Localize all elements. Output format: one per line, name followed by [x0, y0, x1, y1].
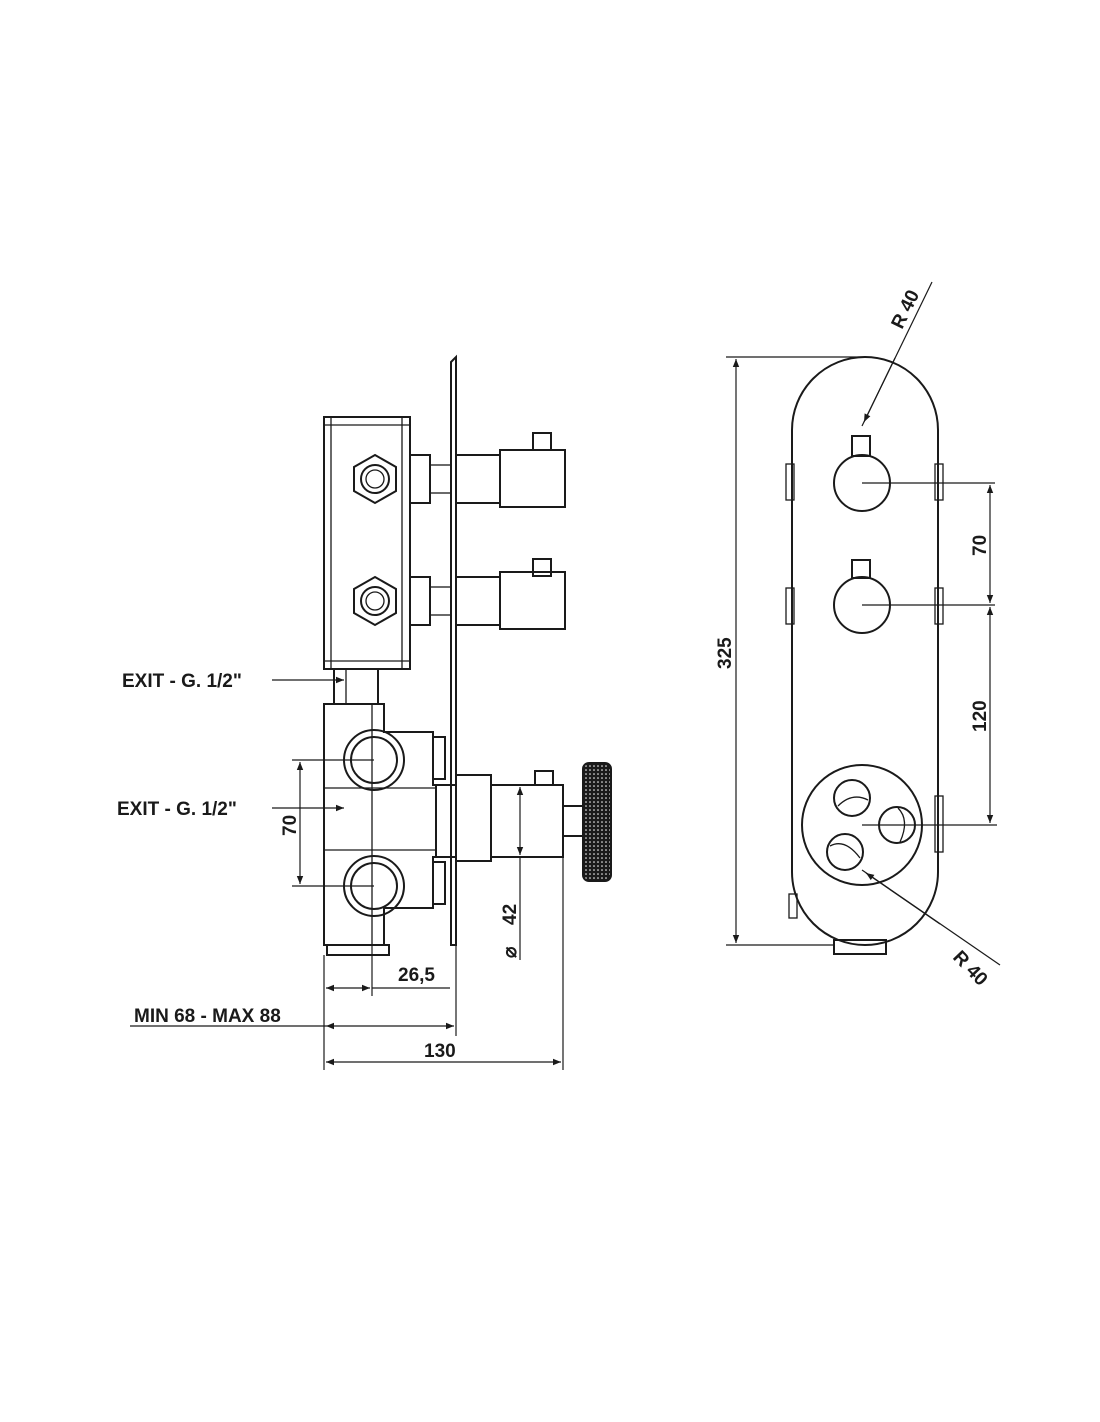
svg-text:130: 130 [424, 1041, 456, 1062]
upper-hex-nut-1 [353, 453, 397, 505]
svg-text:70: 70 [970, 535, 991, 556]
upper-hex-nut-2 [353, 575, 397, 627]
dim-side-26-5: 26,5 [323, 945, 450, 996]
lower-body [323, 703, 446, 956]
dim-front-325: 325 [715, 356, 865, 946]
svg-text:R 40: R 40 [948, 947, 991, 990]
connecting-pipe [333, 669, 379, 704]
svg-text:42: 42 [500, 904, 521, 925]
dim-side-130: 130 [326, 857, 564, 1070]
dim-diameter-42: 42 ⌀ [491, 784, 530, 960]
exit-label-mid: EXIT - G. 1/2" [117, 799, 237, 820]
plate-bumps [785, 463, 944, 955]
svg-text:325: 325 [715, 637, 736, 669]
upper-handle-1 [409, 432, 566, 508]
upper-handle-2 [409, 558, 566, 630]
front-handle-1 [833, 435, 995, 512]
exit-label-top: EXIT - G. 1/2" [122, 671, 242, 692]
dim-front-120: 120 [970, 607, 994, 823]
svg-text:26,5: 26,5 [398, 965, 435, 986]
cover-plate [791, 356, 939, 946]
svg-text:MIN 68 - MAX 88: MIN 68 - MAX 88 [134, 1006, 281, 1027]
side-view: EXIT - G. 1/2" EXIT - G. 1/2" 70 26,5 MI… [117, 354, 612, 1070]
dim-front-70: 70 [970, 485, 994, 603]
front-thermostat-knob [801, 764, 997, 886]
dim-min-max: MIN 68 - MAX 88 [130, 945, 457, 1070]
svg-text:120: 120 [970, 700, 991, 732]
knurled-knob [582, 762, 612, 882]
upper-body [323, 416, 411, 670]
svg-text:70: 70 [280, 815, 301, 836]
front-handle-2 [833, 559, 995, 634]
front-view: 325 70 120 R 40 R 40 [715, 281, 1001, 990]
dim-side-70: 70 [280, 759, 374, 887]
dim-front-r40-top: R 40 [861, 281, 933, 427]
svg-text:⌀: ⌀ [500, 946, 521, 958]
dim-front-r40-bottom: R 40 [861, 869, 1001, 990]
